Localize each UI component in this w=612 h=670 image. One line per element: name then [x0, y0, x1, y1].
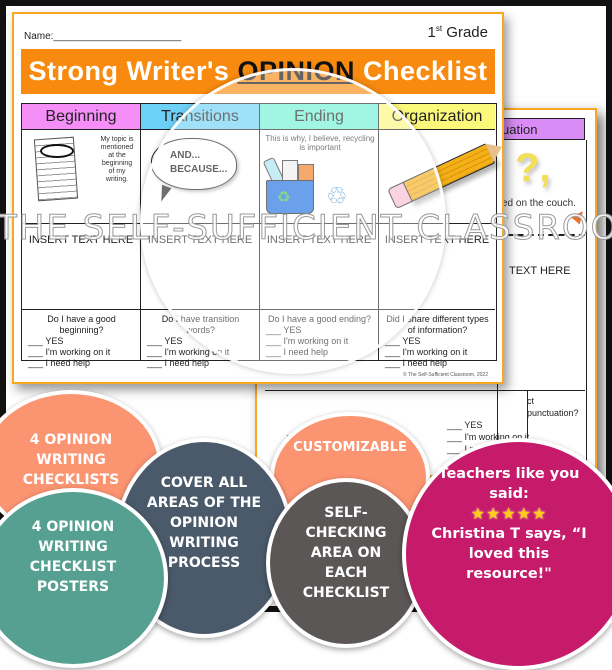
beginning-self-check: Do I have a good beginning? ___ YES ___ …	[22, 310, 141, 368]
self-check-question: Do I have a good beginning?	[47, 314, 116, 335]
feature-line: AREA ON	[310, 545, 382, 561]
feature-line: CHECKLIST	[302, 585, 390, 601]
copyright-notice: © The Self-Sufficient Classroom, 2022	[403, 372, 488, 378]
option-need-help[interactable]: ___ I need help	[28, 358, 91, 368]
grade-word: Grade	[446, 24, 488, 41]
feature-line: CUSTOMIZABLE	[293, 439, 407, 455]
grade-label: 1st Grade	[428, 24, 488, 41]
beginning-note: My topic is mentioned at the beginning o…	[100, 136, 134, 183]
back-page-example-text: ed on the couch.	[502, 198, 576, 209]
option-yes: ___ YES	[447, 420, 483, 430]
feature-line: OPINION	[170, 515, 238, 531]
self-check-question: Did I share different types of informati…	[386, 314, 489, 335]
feature-line: AREAS OF THE	[146, 495, 262, 511]
feature-line: PROCESS	[167, 555, 241, 571]
topic-circle-icon	[40, 144, 74, 158]
option-working[interactable]: ___ I'm working on it	[147, 347, 230, 357]
feature-line: WRITING	[38, 539, 108, 555]
pencil-tip	[484, 137, 506, 162]
review-heading: Teachers like you	[438, 466, 580, 482]
magnifier-lens-overlay	[140, 68, 446, 374]
option-working: ___ I'm working on it	[447, 432, 530, 442]
title-part-2: Checklist	[354, 56, 488, 86]
column-header-beginning: Beginning	[22, 104, 141, 130]
option-yes[interactable]: ___ YES	[28, 336, 64, 346]
question-mark-icon: ?,	[515, 146, 551, 190]
feature-line: CHECKLISTS	[22, 472, 120, 488]
review-circle: Teachers like you said: ★★★★★ Christina …	[402, 438, 612, 670]
beginning-example-cell: My topic is mentioned at the beginning o…	[22, 130, 141, 224]
review-quote: resource!"	[466, 566, 552, 582]
title-part-1: Strong Writer's	[28, 56, 238, 86]
grade-suffix: st	[435, 24, 443, 33]
punctuation-question: ct punctuation?	[527, 396, 579, 418]
dashed-divider	[497, 234, 585, 236]
option-yes[interactable]: ___ YES	[385, 336, 421, 346]
option-working[interactable]: ___ I'm working on it	[385, 347, 468, 357]
feature-line: 4 OPINION	[29, 432, 113, 448]
back-page-column-header: uation	[497, 118, 585, 140]
feature-line: WRITING	[36, 452, 106, 468]
watermark-text: THE SELF-SUFFICIENT CLASSROOM	[0, 208, 612, 249]
five-star-rating-icon: ★★★★★	[470, 504, 548, 523]
feature-line: WRITING	[169, 535, 239, 551]
option-need-help[interactable]: ___ I need help	[385, 358, 448, 368]
organization-self-check: Did I share different types of informati…	[379, 310, 495, 368]
option-need-help[interactable]: ___ I need help	[147, 358, 210, 368]
grade-number: 1	[427, 24, 436, 41]
feature-line: POSTERS	[36, 579, 110, 595]
review-quote: loved this	[468, 546, 550, 562]
option-working[interactable]: ___ I'm working on it	[28, 347, 111, 357]
review-heading: said:	[489, 486, 529, 502]
beginning-text-cell[interactable]: INSERT TEXT HERE	[22, 224, 141, 310]
feature-line: SELF-	[324, 505, 368, 521]
feature-line: COVER ALL	[160, 475, 248, 491]
review-quote: Christina T says, “I	[431, 526, 587, 542]
option-yes[interactable]: ___ YES	[147, 336, 183, 346]
feature-line: CHECKLIST	[29, 559, 117, 575]
back-page-text-placeholder: TEXT HERE	[509, 265, 571, 277]
feature-line: CHECKING	[305, 525, 387, 541]
column-divider	[527, 391, 528, 471]
feature-line: EACH	[324, 565, 368, 581]
name-field-label: Name:_______________________	[24, 31, 182, 42]
feature-line: 4 OPINION	[31, 519, 115, 535]
